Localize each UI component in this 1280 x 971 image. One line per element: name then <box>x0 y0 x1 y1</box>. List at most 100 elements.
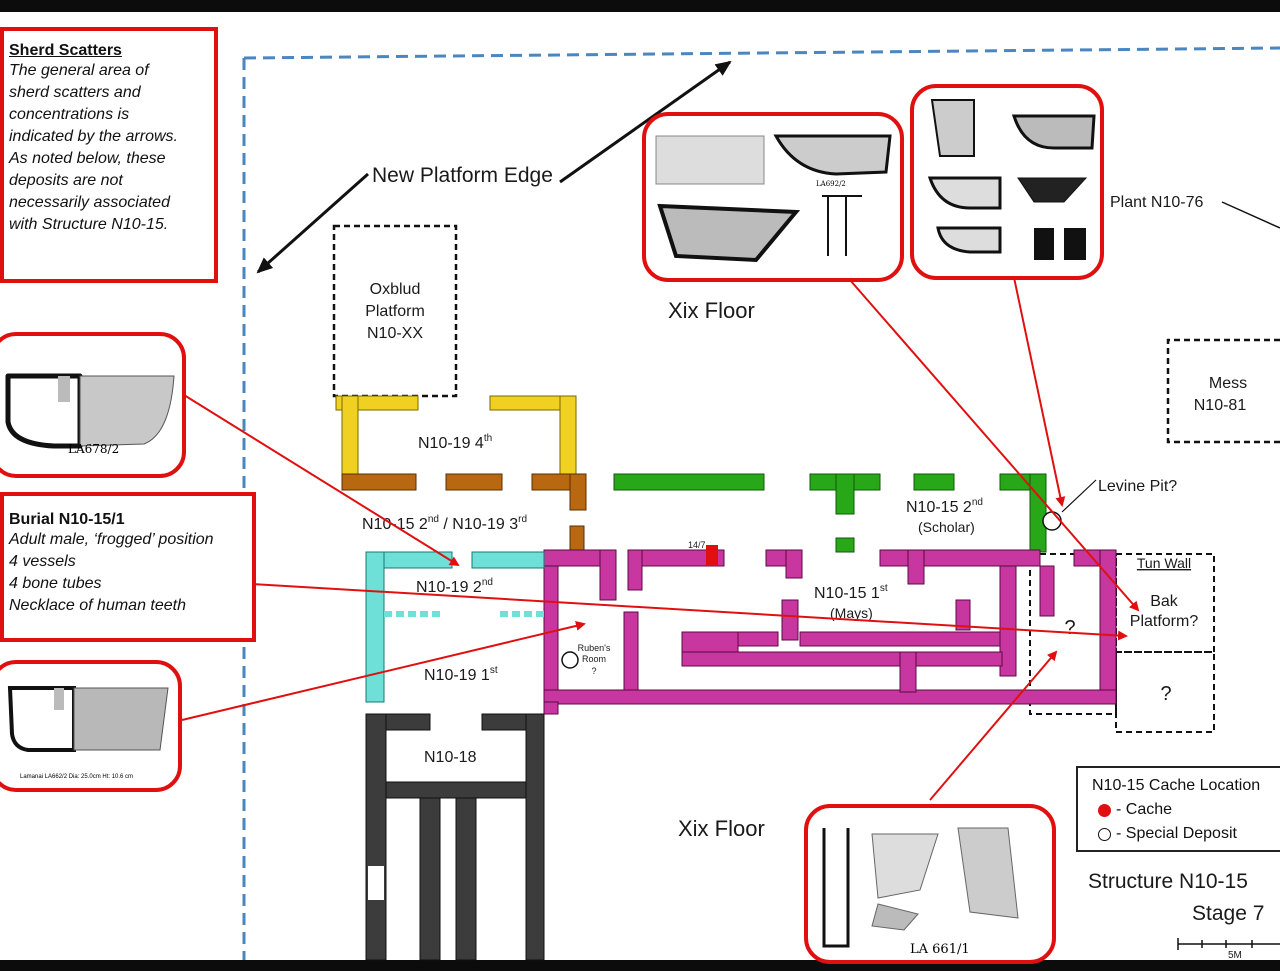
burial-line: Necklace of human teeth <box>9 597 186 614</box>
structure-title: Structure N10-15 <box>1088 870 1248 893</box>
unknown-room-label-2: ? <box>1160 683 1171 705</box>
vessel-sketch <box>1034 228 1086 260</box>
vessel-sketch <box>871 833 939 899</box>
plant-label: Plant N10-76 <box>1110 194 1203 211</box>
xix-floor-label-bottom: Xix Floor <box>678 816 765 841</box>
vessel-sketch <box>957 827 1019 919</box>
vessel-sketch <box>657 203 801 263</box>
vessel-sketch <box>822 195 862 256</box>
vessel-surface <box>79 375 175 447</box>
rubens-room-marker <box>561 651 579 669</box>
vessel-group-plant-drawing <box>927 99 1096 260</box>
vessel-profile <box>822 828 850 948</box>
vessel-group-plant-panel <box>910 84 1104 280</box>
vessel-sketch <box>655 135 765 185</box>
n10-19-1st-label: N10-19 1st <box>424 665 498 684</box>
sherd-scatters-line: necessarily associated <box>9 194 170 211</box>
legend-item-special-deposit: - Special Deposit <box>1092 822 1280 846</box>
vessel-la661-drawing <box>822 827 1019 948</box>
rubens-room-label-3: ? <box>591 666 596 676</box>
mess-label-1: Mess <box>1209 375 1247 392</box>
vessel-sketch <box>1011 114 1096 150</box>
vessel-la662-drawing <box>7 686 169 752</box>
vessel-pointer-arrows <box>181 267 1140 801</box>
platform-edge-arrow-sw <box>256 172 369 274</box>
vessel-rim-section <box>58 376 70 402</box>
sherd-scatters-line: with Structure N10-15. <box>9 216 169 233</box>
burial-line: 4 vessels <box>9 553 76 570</box>
vessel-rim-section <box>54 688 64 710</box>
site-boundary-top <box>243 46 1280 60</box>
burial-title: Burial N10-15/1 <box>9 511 125 528</box>
mays-label: (Mays) <box>830 605 873 621</box>
legend-cache-label: - Cache <box>1116 801 1173 818</box>
vessel-la678-label: LA678/2 <box>68 442 120 456</box>
oxblud-label-3: N10-XX <box>367 325 423 342</box>
cache-14-7-marker <box>706 545 718 565</box>
vessel-la662-panel: Lamanai LA662/2 Dia: 25.0cm Ht: 10.6 cm <box>0 660 182 792</box>
bak-label-2: Platform? <box>1130 613 1199 630</box>
levine-pit-label: Levine Pit? <box>1098 478 1177 495</box>
cache-legend: N10-15 Cache Location - Cache - Special … <box>1076 766 1280 852</box>
vessel-la661-label: LA 661/1 <box>910 942 970 957</box>
legend-title: N10-15 Cache Location <box>1092 777 1261 794</box>
tun-wall-label: Tun Wall <box>1137 555 1191 571</box>
n10-19-2nd-walls <box>365 551 545 703</box>
oxblud-label-2: Platform <box>365 303 425 320</box>
n10-15-2nd-scholar-walls <box>613 473 1047 553</box>
n10-19-2nd-label: N10-19 2nd <box>416 577 493 596</box>
n10-15-2nd-scholar-label: N10-15 2nd <box>906 497 983 516</box>
vessel-sketch <box>1017 177 1088 203</box>
vessel-sketch <box>936 226 1002 254</box>
vessel-sketch <box>773 134 892 176</box>
special-deposit-circle-icon <box>1098 827 1111 841</box>
vessel-la662-label: Lamanai LA662/2 Dia: 25.0cm Ht: 10.6 cm <box>20 774 134 780</box>
burial-panel: Burial N10-15/1 Adult male, ‘frogged’ po… <box>0 492 256 642</box>
n10-15-2nd-n10-19-3rd-label: N10-15 2nd / N10-19 3rd <box>362 514 527 533</box>
vessel-la678-panel: LA678/2 <box>0 332 186 478</box>
sherd-scatters-line: The general area of <box>9 62 149 79</box>
vessel-group-xix-drawing <box>655 134 892 263</box>
scholar-label: (Scholar) <box>918 519 975 535</box>
bak-label-1: Bak <box>1150 593 1179 610</box>
sherd-scatters-line: deposits are not <box>9 172 123 189</box>
vessel-la692-label: LA692/2 <box>816 180 846 188</box>
burial-line: Adult male, ‘frogged’ position <box>9 531 214 548</box>
sherd-scatters-title: Sherd Scatters <box>9 42 122 59</box>
n10-15-1st-walls <box>543 549 1117 715</box>
mess-outline <box>1166 338 1280 444</box>
vessel-la661-panel: LA 661/1 <box>804 804 1056 964</box>
vessel-surface <box>73 687 169 751</box>
scale-bar <box>1177 938 1280 950</box>
plant-pointer <box>1221 201 1280 229</box>
mess-label-2: N10-81 <box>1194 397 1247 414</box>
sherd-scatters-line: sherd scatters and <box>9 84 141 101</box>
vessel-sketch <box>930 99 975 157</box>
vessel-profile <box>7 686 76 752</box>
vessel-la678-drawing <box>5 373 175 449</box>
n10-15-2nd-brown-walls <box>341 473 587 553</box>
new-platform-edge-label: New Platform Edge <box>372 164 553 187</box>
n10-19-4th-label: N10-19 4th <box>418 433 492 452</box>
tun-wall-bak-outlines <box>1029 553 1215 733</box>
n10-18-label: N10-18 <box>424 749 477 766</box>
levine-pit-pointer <box>1061 479 1097 513</box>
legend-item-cache: - Cache <box>1092 798 1280 822</box>
platform-edge-arrow-ne <box>559 60 732 184</box>
sherd-scatters-line: indicated by the arrows. <box>9 128 178 145</box>
xix-floor-label-top: Xix Floor <box>668 298 755 323</box>
sherd-scatters-line: concentrations is <box>9 106 130 123</box>
bottom-frame-bar <box>0 960 1280 971</box>
levine-pit-marker <box>1042 511 1062 531</box>
scale-label: 5M <box>1228 950 1242 961</box>
sherd-scatters-line: As noted below, these <box>9 150 166 167</box>
burial-line: 4 bone tubes <box>9 575 102 592</box>
unknown-room-label-1: ? <box>1064 617 1075 639</box>
vessel-sketch <box>927 176 1002 210</box>
stage-label: Stage 7 <box>1192 902 1264 925</box>
sherd-scatters-panel: Sherd Scatters The general area of sherd… <box>0 27 218 283</box>
vessel-sketch <box>871 903 919 931</box>
n10-18-gap <box>368 866 384 900</box>
